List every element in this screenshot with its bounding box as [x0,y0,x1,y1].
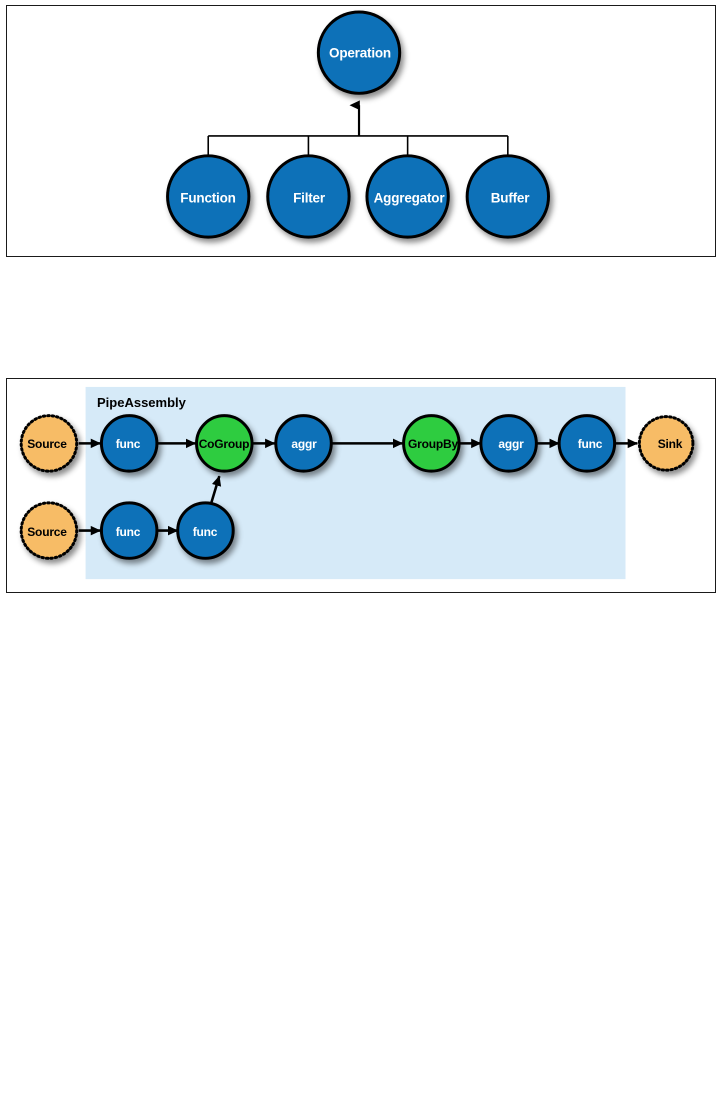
node-func-1[interactable] [99,414,159,473]
figure-operation-hierarchy: Operation Function Filter Aggregator Buf… [6,5,716,257]
node-func-2b[interactable] [176,501,235,560]
node-cogroup[interactable] [195,414,254,473]
node-filter[interactable] [266,154,351,239]
node-source-bottom[interactable] [19,501,79,560]
node-operation[interactable] [316,10,402,95]
edge-func-2b-to-cogroup [209,475,222,507]
node-source-top[interactable] [19,414,79,473]
node-groupby[interactable] [402,414,461,473]
pipe-assembly-canvas [19,386,695,580]
node-func-2[interactable] [99,501,159,560]
figure-pipe-assembly: PipeAssembly Source func CoGroup aggr Gr… [6,378,716,593]
node-func-3[interactable] [557,414,617,473]
pipe-assembly-region-label: PipeAssembly [97,395,186,410]
dataflow-edges [78,438,638,536]
operation-hierarchy-canvas [166,10,550,239]
generalization-connector [207,100,509,157]
node-buffer[interactable] [465,154,550,239]
node-function[interactable] [166,154,251,239]
node-sink[interactable] [637,415,695,472]
node-aggr-1[interactable] [274,414,333,473]
node-aggr-2[interactable] [479,414,538,473]
node-aggregator[interactable] [365,154,450,239]
pipe-assembly-region [85,386,626,580]
